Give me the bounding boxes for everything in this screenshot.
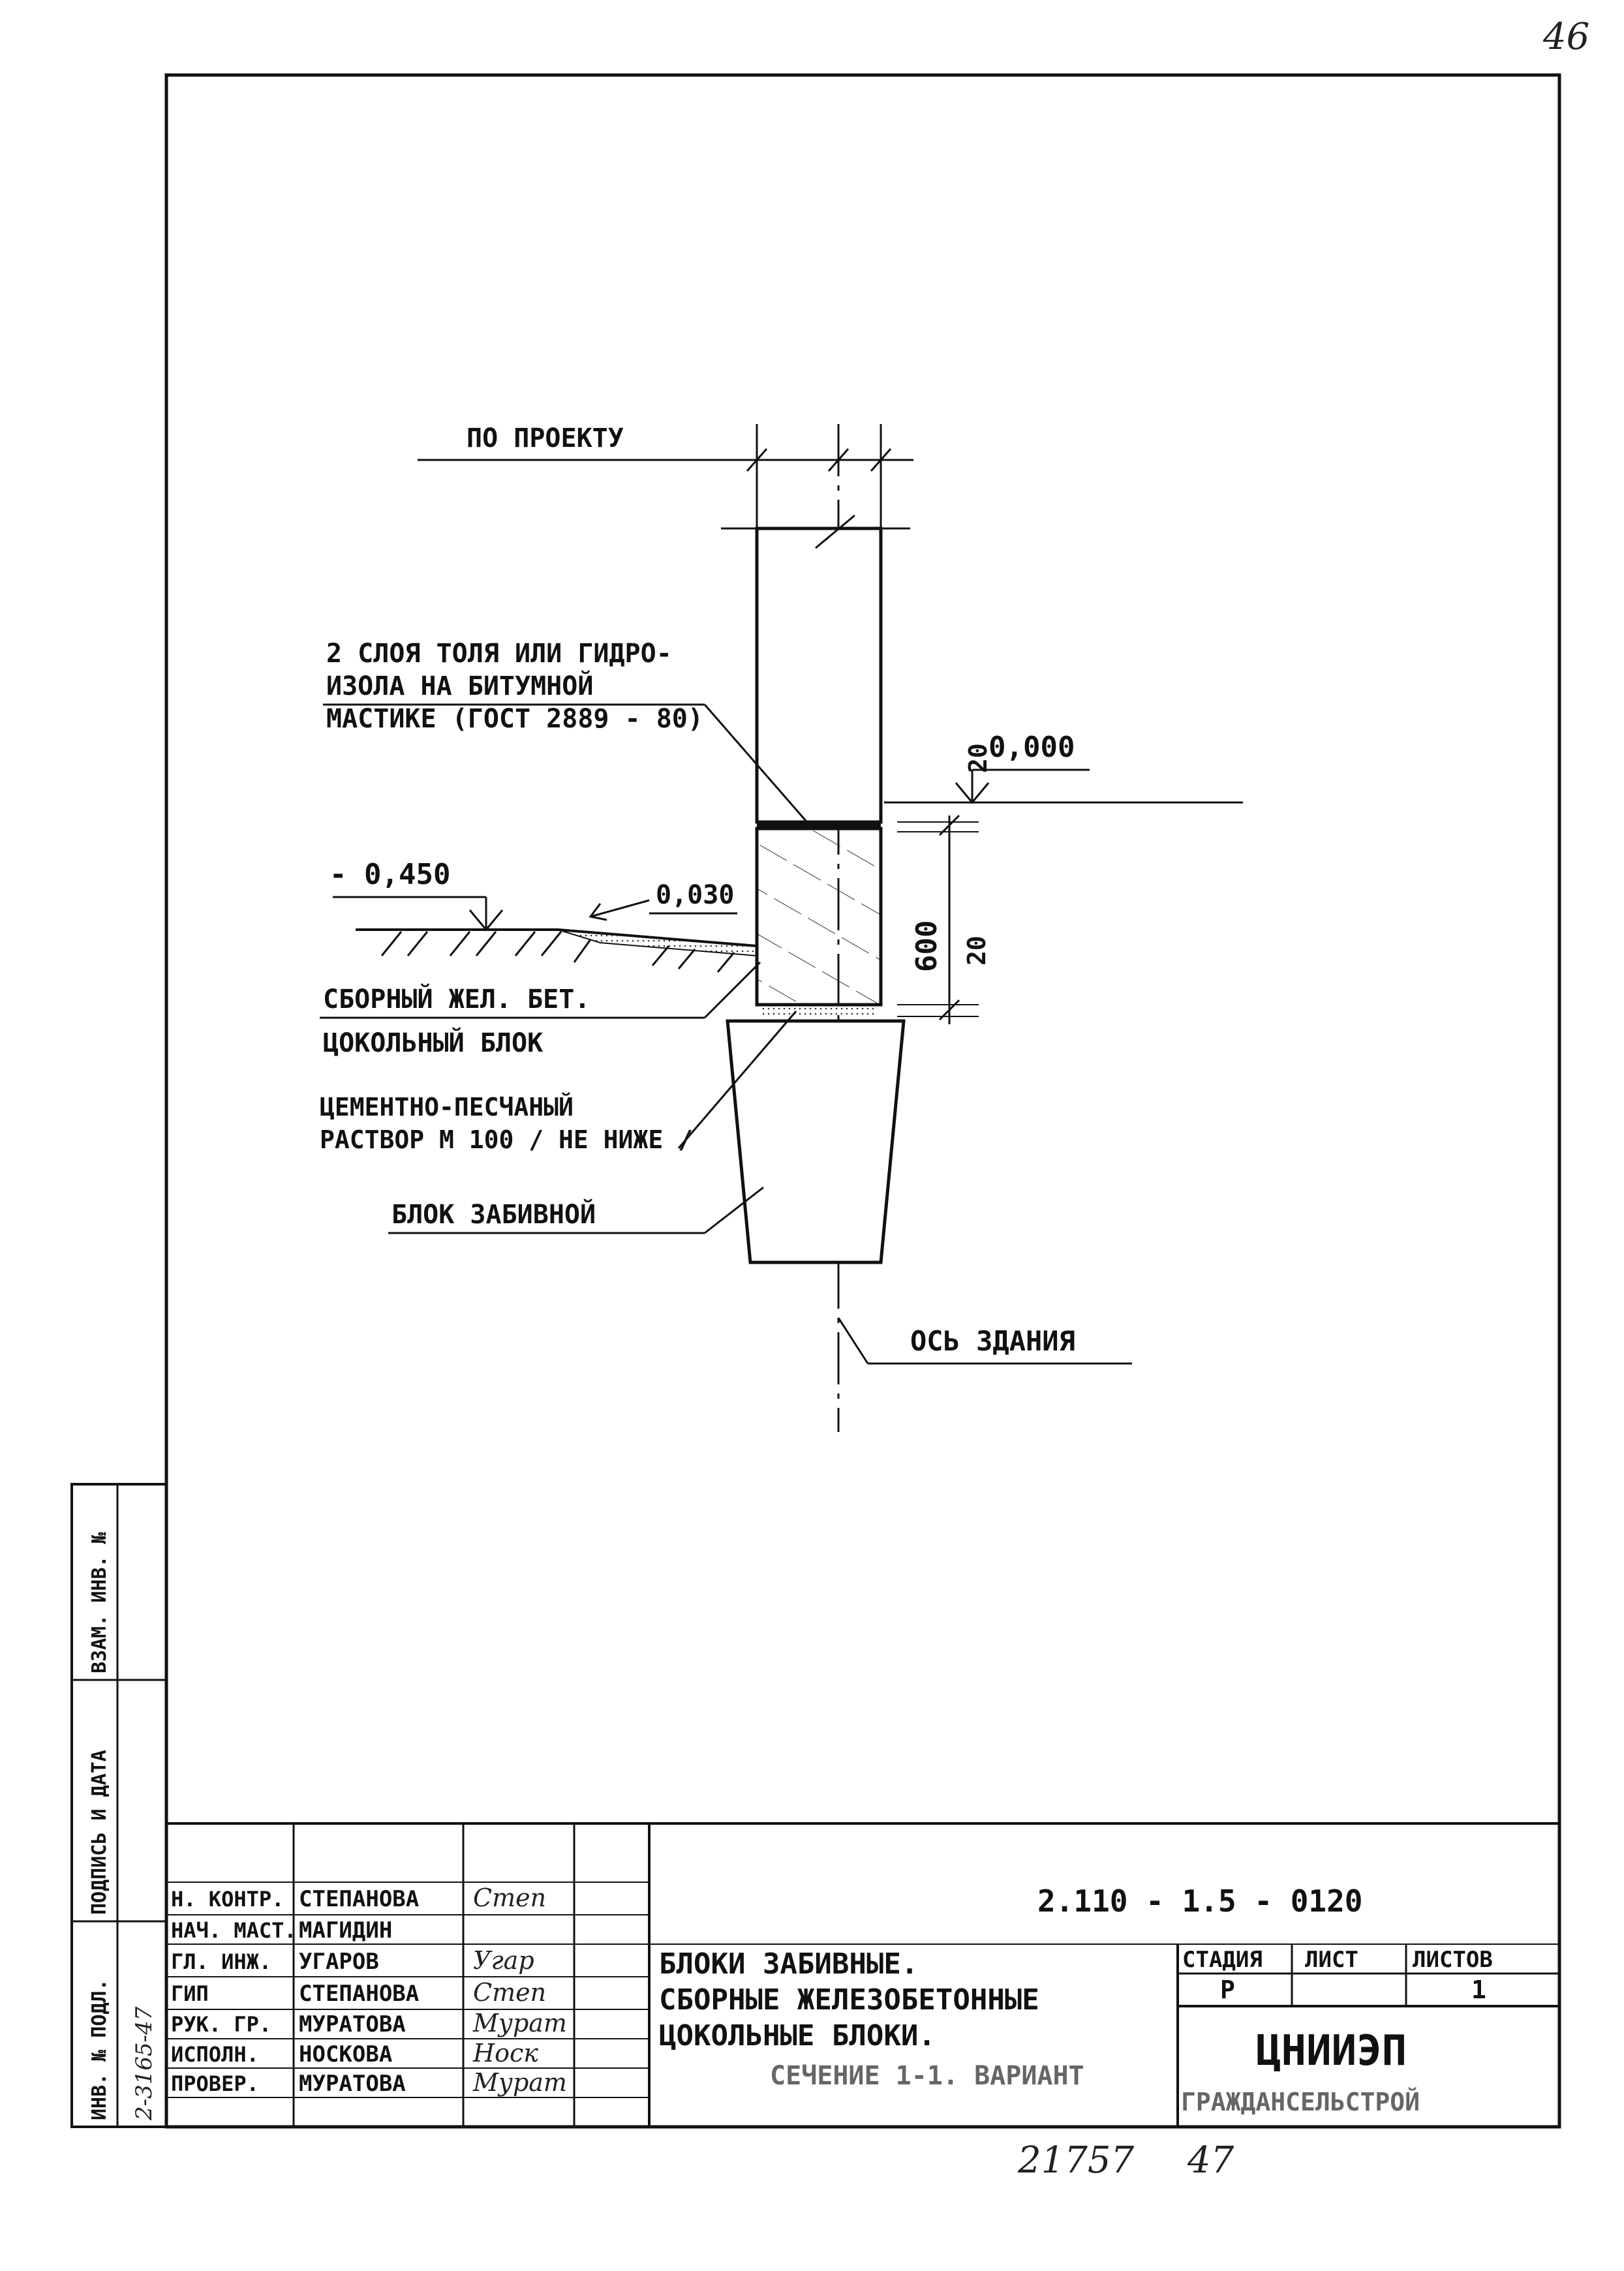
dim-tick bbox=[746, 448, 768, 472]
title-block: 2.110 - 1.5 - 0120 Н. КОНТР. СТЕПАНОВА С… bbox=[166, 1822, 1559, 2127]
label-plinth-1: СБОРНЫЙ ЖЕЛ. БЕТ. bbox=[323, 983, 590, 1014]
slope-arrow-head bbox=[589, 903, 607, 921]
staff-role: ГИП bbox=[171, 1981, 209, 2006]
label-waterproofing-3: МАСТИКЕ (ГОСТ 2889 - 80) bbox=[326, 704, 703, 734]
wall-leader bbox=[815, 514, 855, 549]
drawing-code: 2.110 - 1.5 - 0120 bbox=[1037, 1883, 1363, 1919]
staff-role: РУК. ГР. bbox=[171, 2012, 271, 2037]
plinth-block bbox=[755, 827, 883, 1007]
waterproofing-layer bbox=[757, 822, 881, 829]
staff-name: МУРАТОВА bbox=[299, 2071, 406, 2097]
staff-signature: Мурат bbox=[472, 2068, 567, 2097]
sheets-label: ЛИСТОВ bbox=[1413, 1947, 1493, 1973]
staff-role: ПРОВЕР. bbox=[171, 2071, 259, 2096]
staff-signature: Мурат bbox=[472, 2009, 567, 2037]
staff-name: СТЕПАНОВА bbox=[299, 1981, 419, 2007]
staff-role: ИСПОЛН. bbox=[171, 2042, 259, 2067]
side-stamp-inv-label: ИНВ. № ПОДЛ. bbox=[88, 1979, 111, 2120]
org-sub: ГРАЖДАНСЕЛЬСТРОЙ bbox=[1181, 2088, 1420, 2116]
label-dim-20-top: 20 bbox=[964, 743, 992, 773]
dim-tick bbox=[870, 448, 892, 472]
staff-signature: Носк bbox=[472, 2039, 538, 2067]
wall bbox=[755, 526, 883, 824]
side-stamp-inv-value: 2-3165-47 bbox=[131, 2006, 157, 2121]
sheet-frame bbox=[164, 73, 1561, 2129]
staff-name: СТЕПАНОВА bbox=[299, 1886, 419, 1912]
side-stamp: ИНВ. № ПОДЛ. 2-3165-47 ПОДПИСЬ И ДАТА ВЗ… bbox=[70, 1483, 168, 2128]
staff-role: НАЧ. МАСТ. bbox=[171, 1918, 297, 1943]
label-waterproofing-1: 2 СЛОЯ ТОЛЯ ИЛИ ГИДРО- bbox=[326, 639, 672, 669]
staff-role: Н. КОНТР. bbox=[171, 1887, 284, 1912]
label-mortar-1: ЦЕМЕНТНО-ПЕСЧАНЫЙ bbox=[320, 1093, 574, 1121]
staff-name: МУРАТОВА bbox=[299, 2011, 406, 2037]
title-line-1: БЛОКИ ЗАБИВНЫЕ. bbox=[659, 1947, 918, 1981]
axis-leader bbox=[837, 1317, 869, 1364]
label-level-ground: - 0,450 bbox=[329, 858, 450, 891]
staff-signature: Степ bbox=[473, 1978, 546, 2007]
label-level-zero: 0,000 bbox=[988, 731, 1075, 764]
stage-label: СТАДИЯ bbox=[1182, 1947, 1263, 1973]
label-waterproofing-2: ИЗОЛА НА БИТУМНОЙ bbox=[326, 670, 593, 701]
staff-list: Н. КОНТР. СТЕПАНОВА Степ НАЧ. МАСТ. МАГИ… bbox=[171, 1883, 567, 2097]
page-number: 46 bbox=[1542, 16, 1589, 58]
waterproofing-leader bbox=[703, 704, 807, 821]
staff-name: НОСКОВА bbox=[299, 2041, 392, 2067]
dim-tick bbox=[827, 448, 850, 472]
staff-name: УГАРОВ bbox=[299, 1949, 379, 1975]
label-project: ПО ПРОЕКТУ bbox=[467, 423, 624, 453]
org-name: ЦНИИЭП bbox=[1256, 2027, 1407, 2075]
level-ground-arrow bbox=[468, 909, 504, 932]
label-dim-20-bottom: 20 bbox=[962, 936, 991, 966]
label-plinth-2: ЦОКОЛЬНЫЙ БЛОК bbox=[323, 1027, 543, 1058]
staff-signature: Угар bbox=[473, 1946, 534, 1975]
staff-name: МАГИДИН bbox=[299, 1917, 392, 1943]
label-pile-block: БЛОК ЗАБИВНОЙ bbox=[391, 1198, 596, 1230]
dim-tick bbox=[938, 999, 960, 1021]
footer-inv-number: 21757 bbox=[1017, 2139, 1135, 2182]
pile-block bbox=[726, 1019, 906, 1264]
plinth-leader bbox=[703, 961, 761, 1019]
title-line-2: СБОРНЫЕ ЖЕЛЕЗОБЕТОННЫЕ bbox=[659, 1983, 1039, 2017]
section-drawing: ПО ПРОЕКТУ 2 СЛОЯ ТОЛЯ ИЛИ ГИДРО- ИЗОЛА … bbox=[320, 423, 1243, 1432]
mortar-bed bbox=[760, 1005, 878, 1015]
mortar-leader bbox=[677, 1011, 797, 1149]
side-stamp-sign-label: ПОДПИСЬ И ДАТА bbox=[88, 1750, 111, 1915]
slope-arrow bbox=[590, 899, 650, 918]
dim-tick bbox=[938, 814, 960, 836]
title-line-3: ЦОКОЛЬНЫЕ БЛОКИ. bbox=[659, 2019, 936, 2052]
title-subtitle: СЕЧЕНИЕ 1-1. ВАРИАНТ bbox=[770, 2061, 1084, 2091]
label-dim-600: 600 bbox=[910, 921, 943, 972]
level-zero-arrow bbox=[955, 782, 990, 804]
label-axis: ОСЬ ЗДАНИЯ bbox=[910, 1325, 1075, 1357]
ground-hatch bbox=[380, 931, 735, 973]
staff-role: ГЛ. ИНЖ. bbox=[171, 1949, 271, 1974]
footer-copy-number: 47 bbox=[1187, 2139, 1234, 2182]
side-stamp-replace-label: ВЗАМ. ИНВ. № bbox=[88, 1531, 111, 1673]
stage-value: Р bbox=[1220, 1975, 1235, 2004]
sheet-label: ЛИСТ bbox=[1305, 1947, 1358, 1973]
label-slope: 0,030 bbox=[656, 880, 734, 910]
staff-signature: Степ bbox=[473, 1883, 546, 1912]
blind-area bbox=[557, 929, 758, 957]
sheets-value: 1 bbox=[1471, 1975, 1486, 2004]
pile-leader bbox=[704, 1186, 764, 1234]
label-mortar-2: РАСТВОР М 100 / НЕ НИЖЕ / bbox=[320, 1125, 693, 1154]
